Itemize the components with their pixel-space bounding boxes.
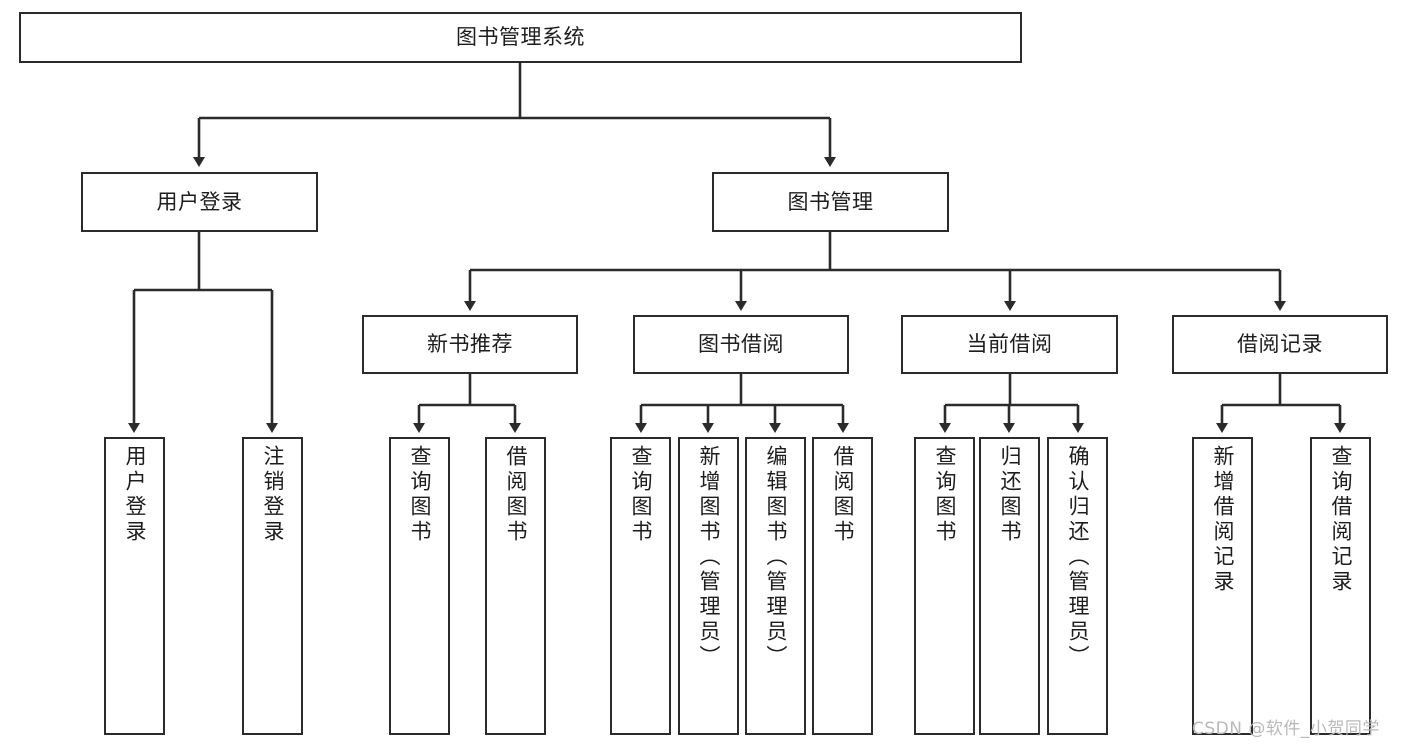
node-leaf-query-book-2[interactable]: 查询图书 xyxy=(610,437,671,735)
node-borrow-record-label: 借阅记录 xyxy=(1237,332,1323,357)
node-leaf-query-book-2-label: 查询图书 xyxy=(629,445,653,545)
node-leaf-add-book[interactable]: 新增图书（管理员） xyxy=(678,437,739,735)
node-leaf-query-book-3[interactable]: 查询图书 xyxy=(914,437,975,735)
node-leaf-borrow-book-1[interactable]: 借阅图书 xyxy=(485,437,546,735)
node-book-manage[interactable]: 图书管理 xyxy=(712,172,949,232)
node-leaf-user-login[interactable]: 用户登录 xyxy=(104,437,165,735)
node-leaf-edit-book-label: 编辑图书（管理员） xyxy=(764,445,788,670)
node-book-borrow-label: 图书借阅 xyxy=(698,332,784,357)
node-leaf-return-book-label: 归还图书 xyxy=(998,445,1022,545)
node-leaf-borrow-book-2-label: 借阅图书 xyxy=(831,445,855,545)
node-leaf-user-login-label: 用户登录 xyxy=(123,445,147,545)
node-leaf-query-book-1[interactable]: 查询图书 xyxy=(389,437,450,735)
node-user-login-label: 用户登录 xyxy=(156,189,243,214)
csdn-watermark: CSDN @软件_小贺同学 xyxy=(1192,719,1380,739)
node-leaf-borrow-book-2[interactable]: 借阅图书 xyxy=(812,437,873,735)
node-user-login[interactable]: 用户登录 xyxy=(81,172,318,232)
node-new-book-rec-label: 新书推荐 xyxy=(427,332,513,357)
node-leaf-confirm-return-label: 确认归还（管理员） xyxy=(1066,445,1090,670)
node-leaf-query-record-label: 查询借阅记录 xyxy=(1329,445,1353,595)
node-leaf-confirm-return[interactable]: 确认归还（管理员） xyxy=(1047,437,1108,735)
node-book-manage-label: 图书管理 xyxy=(787,189,874,214)
node-leaf-return-book[interactable]: 归还图书 xyxy=(979,437,1040,735)
node-leaf-logout[interactable]: 注销登录 xyxy=(242,437,303,735)
node-leaf-add-record-label: 新增借阅记录 xyxy=(1211,445,1235,595)
node-root[interactable]: 图书管理系统 xyxy=(19,12,1022,63)
node-leaf-add-record[interactable]: 新增借阅记录 xyxy=(1192,437,1253,735)
node-leaf-add-book-label: 新增图书（管理员） xyxy=(697,445,721,670)
node-root-label: 图书管理系统 xyxy=(456,25,585,50)
node-leaf-query-book-3-label: 查询图书 xyxy=(933,445,957,545)
node-new-book-rec[interactable]: 新书推荐 xyxy=(362,315,578,374)
node-current-borrow-label: 当前借阅 xyxy=(966,332,1053,357)
node-leaf-edit-book[interactable]: 编辑图书（管理员） xyxy=(745,437,806,735)
node-leaf-logout-label: 注销登录 xyxy=(261,445,285,545)
node-leaf-borrow-book-1-label: 借阅图书 xyxy=(504,445,528,545)
node-book-borrow[interactable]: 图书借阅 xyxy=(633,315,849,374)
node-leaf-query-book-1-label: 查询图书 xyxy=(408,445,432,545)
node-borrow-record[interactable]: 借阅记录 xyxy=(1172,315,1388,374)
node-current-borrow[interactable]: 当前借阅 xyxy=(901,315,1118,374)
node-leaf-query-record[interactable]: 查询借阅记录 xyxy=(1310,437,1371,735)
